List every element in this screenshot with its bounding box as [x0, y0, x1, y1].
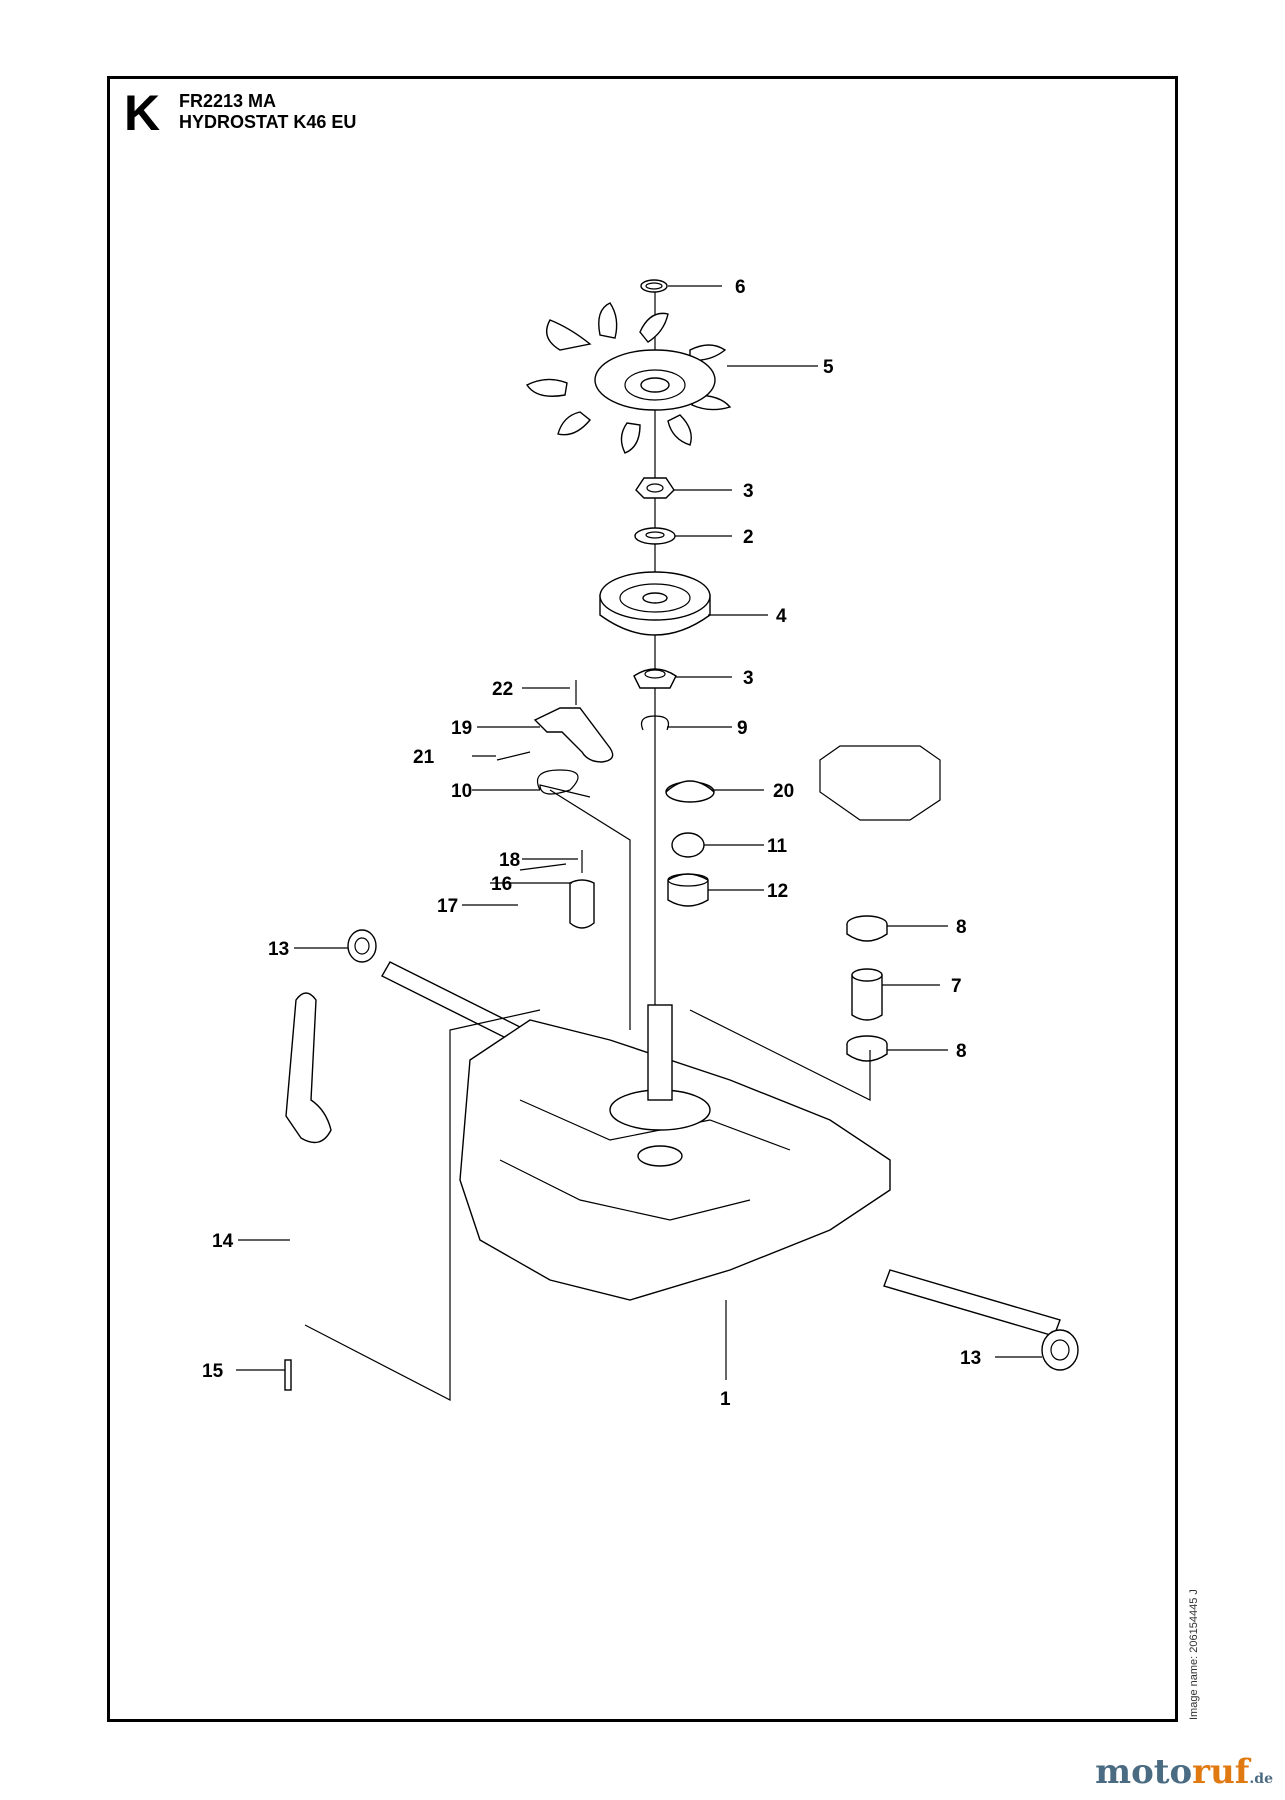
watermark-accent: ruf: [1192, 1752, 1250, 1792]
callout-17: 17: [437, 896, 458, 917]
guide-line-bypass: [304, 1009, 541, 1401]
part-reservoir: [819, 745, 941, 821]
watermark-tld: .de: [1249, 1771, 1273, 1787]
callout-3-lower: 3: [743, 668, 754, 689]
part-bushing: [667, 873, 709, 907]
callout-3-upper: 3: [743, 481, 754, 502]
part-snap-ring: [640, 279, 668, 293]
callout-2: 2: [743, 527, 754, 548]
callout-21: 21: [413, 747, 435, 768]
section-letter: K: [124, 85, 161, 141]
guide-line-control: [549, 789, 631, 1030]
callout-19: 19: [451, 718, 472, 739]
callout-1: 1: [720, 1389, 731, 1410]
leader-lines: [236, 285, 1042, 1380]
drawing-frame: [107, 76, 1178, 1722]
part-roll-pin: [284, 1359, 292, 1391]
callout-10: 20: [773, 781, 794, 802]
callout-6: 6: [735, 277, 746, 298]
callout-4: 4: [776, 606, 787, 627]
part-seal-lower: [846, 1035, 888, 1062]
part-transaxle-housing: [459, 1004, 891, 1301]
part-axle-left: [381, 961, 531, 1047]
callout-13-right: 13: [960, 1348, 981, 1369]
callout-7: 7: [951, 976, 962, 997]
model-number: FR2213 MA: [179, 91, 277, 111]
part-axle-right: [883, 1269, 1061, 1337]
callout-5: 5: [823, 357, 834, 378]
part-sleeve: [851, 968, 883, 1021]
part-nut-upper: [635, 477, 675, 499]
callout-11: 11: [767, 836, 788, 857]
callout-9: 9: [737, 718, 748, 739]
callout-20: 10: [451, 781, 472, 802]
callout-8-lower: 8: [956, 1041, 967, 1062]
part-control-arm-assembly: [496, 680, 614, 929]
part-washer: [634, 527, 676, 545]
callout-18: 18: [499, 850, 520, 871]
part-oil-seal-right: [1041, 1329, 1079, 1371]
watermark-logo: motoruf.de: [1095, 1752, 1273, 1792]
part-fan: [525, 302, 732, 454]
part-seal-upper: [846, 915, 888, 942]
callout-15: 15: [202, 1361, 224, 1382]
part-retaining-clip: [640, 715, 670, 731]
callout-16: 16: [491, 874, 512, 895]
part-cap: [665, 780, 715, 803]
diagram-title: HYDROSTAT K46 EU: [179, 112, 357, 132]
part-hub-lower: [633, 668, 677, 689]
part-seal: [671, 832, 705, 858]
part-bypass-lever: [285, 992, 332, 1144]
callout-12: 12: [767, 881, 788, 902]
callout-22: 22: [492, 679, 513, 700]
callout-8-upper: 8: [956, 917, 967, 938]
guide-line-reservoir: [689, 1009, 871, 1101]
part-pulley: [599, 571, 711, 636]
callout-14: 14: [212, 1231, 234, 1252]
callout-13-left: 13: [268, 939, 289, 960]
watermark-main: moto: [1095, 1752, 1193, 1792]
part-oil-seal-left: [347, 929, 377, 963]
